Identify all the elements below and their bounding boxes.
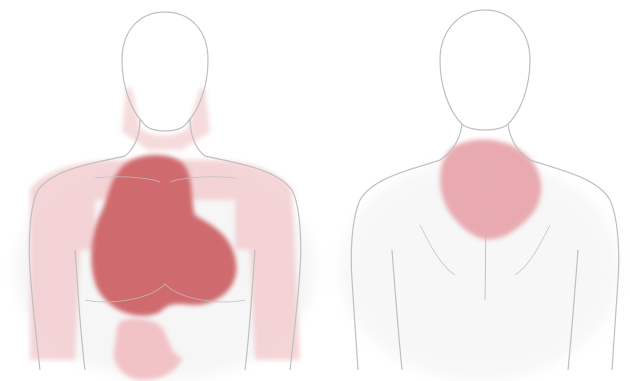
back-head-outline [440,10,530,130]
front-figure [15,12,315,380]
front-pain-jaw-light [122,88,210,150]
back-figure [340,10,620,380]
